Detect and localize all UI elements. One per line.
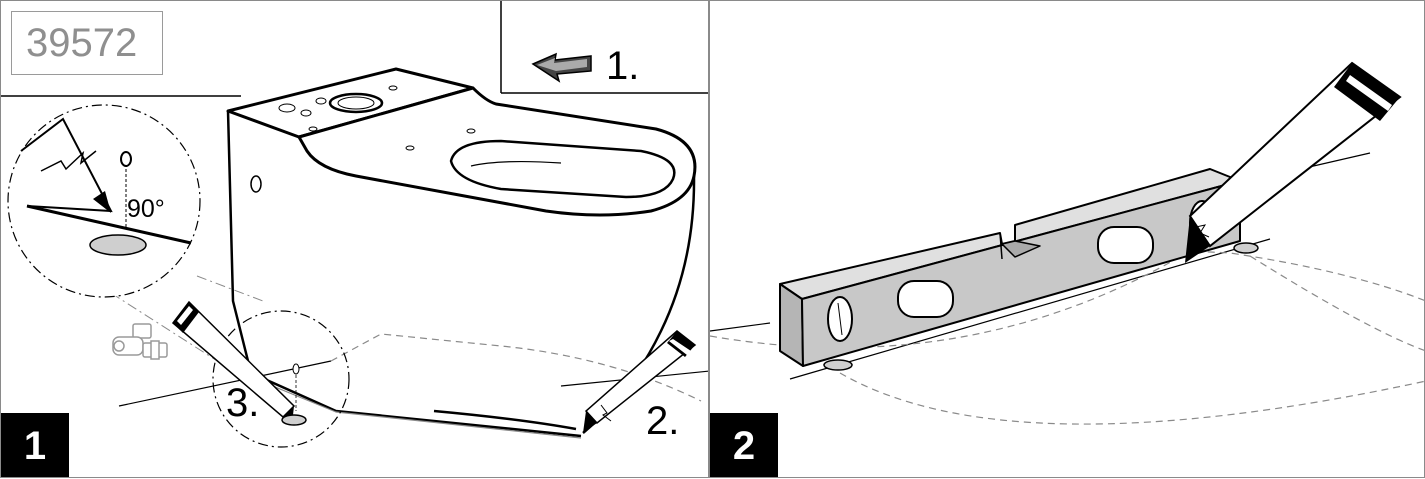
step-1-illustration (1, 1, 708, 448)
drill-hole-mark (823, 359, 853, 371)
step-number-badge: 1 (1, 413, 69, 477)
step-number-badge: 2 (710, 413, 778, 477)
step-1-panel: 39572 1. 2. 3. 90° 1 (0, 0, 709, 478)
floor-line (710, 322, 771, 332)
step-2-panel: 2 (709, 0, 1425, 478)
pencil-icon (583, 330, 697, 433)
angle-label: 90° (127, 195, 165, 223)
angle-valve-icon (112, 323, 168, 360)
callout-2-label: 2. (646, 399, 680, 443)
magnifier-circle-small (212, 310, 350, 448)
drill-hole-mark (1233, 242, 1259, 254)
callout-3-label: 3. (226, 381, 260, 425)
callout-1-label: 1. (606, 44, 640, 88)
arrow-icon (531, 52, 592, 83)
product-code: 39572 (11, 11, 163, 75)
toilet-bowl-illustration (226, 67, 697, 439)
pencil-icon (171, 300, 296, 419)
pencil-icon (1185, 61, 1402, 263)
magnifier-circle (7, 104, 201, 298)
footprint-dashed-line (330, 333, 702, 402)
step-2-illustration (710, 61, 1424, 425)
